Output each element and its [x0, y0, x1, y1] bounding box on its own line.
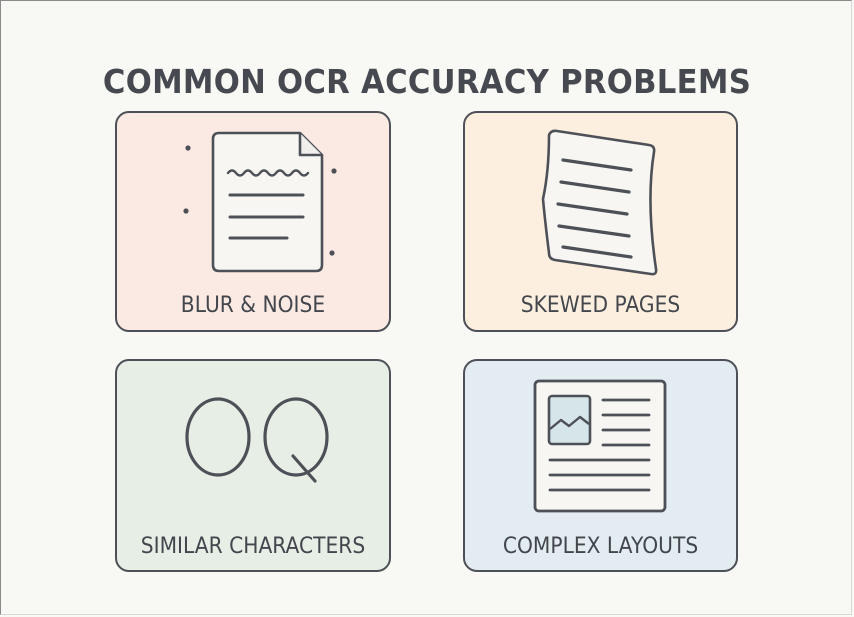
page-title: COMMON OCR ACCURACY PROBLEMS — [102, 62, 752, 101]
complex-layout-icon — [533, 379, 667, 513]
skewed-page-icon — [541, 129, 658, 276]
blurry-document-icon — [183, 131, 337, 273]
card-similar-characters: SIMILAR CHARACTERS — [115, 359, 391, 572]
card-complex-layouts: COMPLEX LAYOUTS — [463, 359, 738, 572]
card-blur-noise: BLUR & NOISE — [115, 111, 391, 332]
similar-characters-icon — [185, 397, 329, 483]
card-label: SIMILAR CHARACTERS — [140, 534, 366, 559]
card-label: SKEWED PAGES — [520, 293, 681, 318]
letter-q-glyph — [263, 397, 329, 477]
card-label: COMPLEX LAYOUTS — [502, 534, 699, 559]
image-placeholder-icon — [547, 394, 592, 446]
card-skewed-pages: SKEWED PAGES — [463, 111, 738, 332]
card-label: BLUR & NOISE — [180, 293, 326, 318]
letter-o-glyph — [185, 397, 251, 477]
